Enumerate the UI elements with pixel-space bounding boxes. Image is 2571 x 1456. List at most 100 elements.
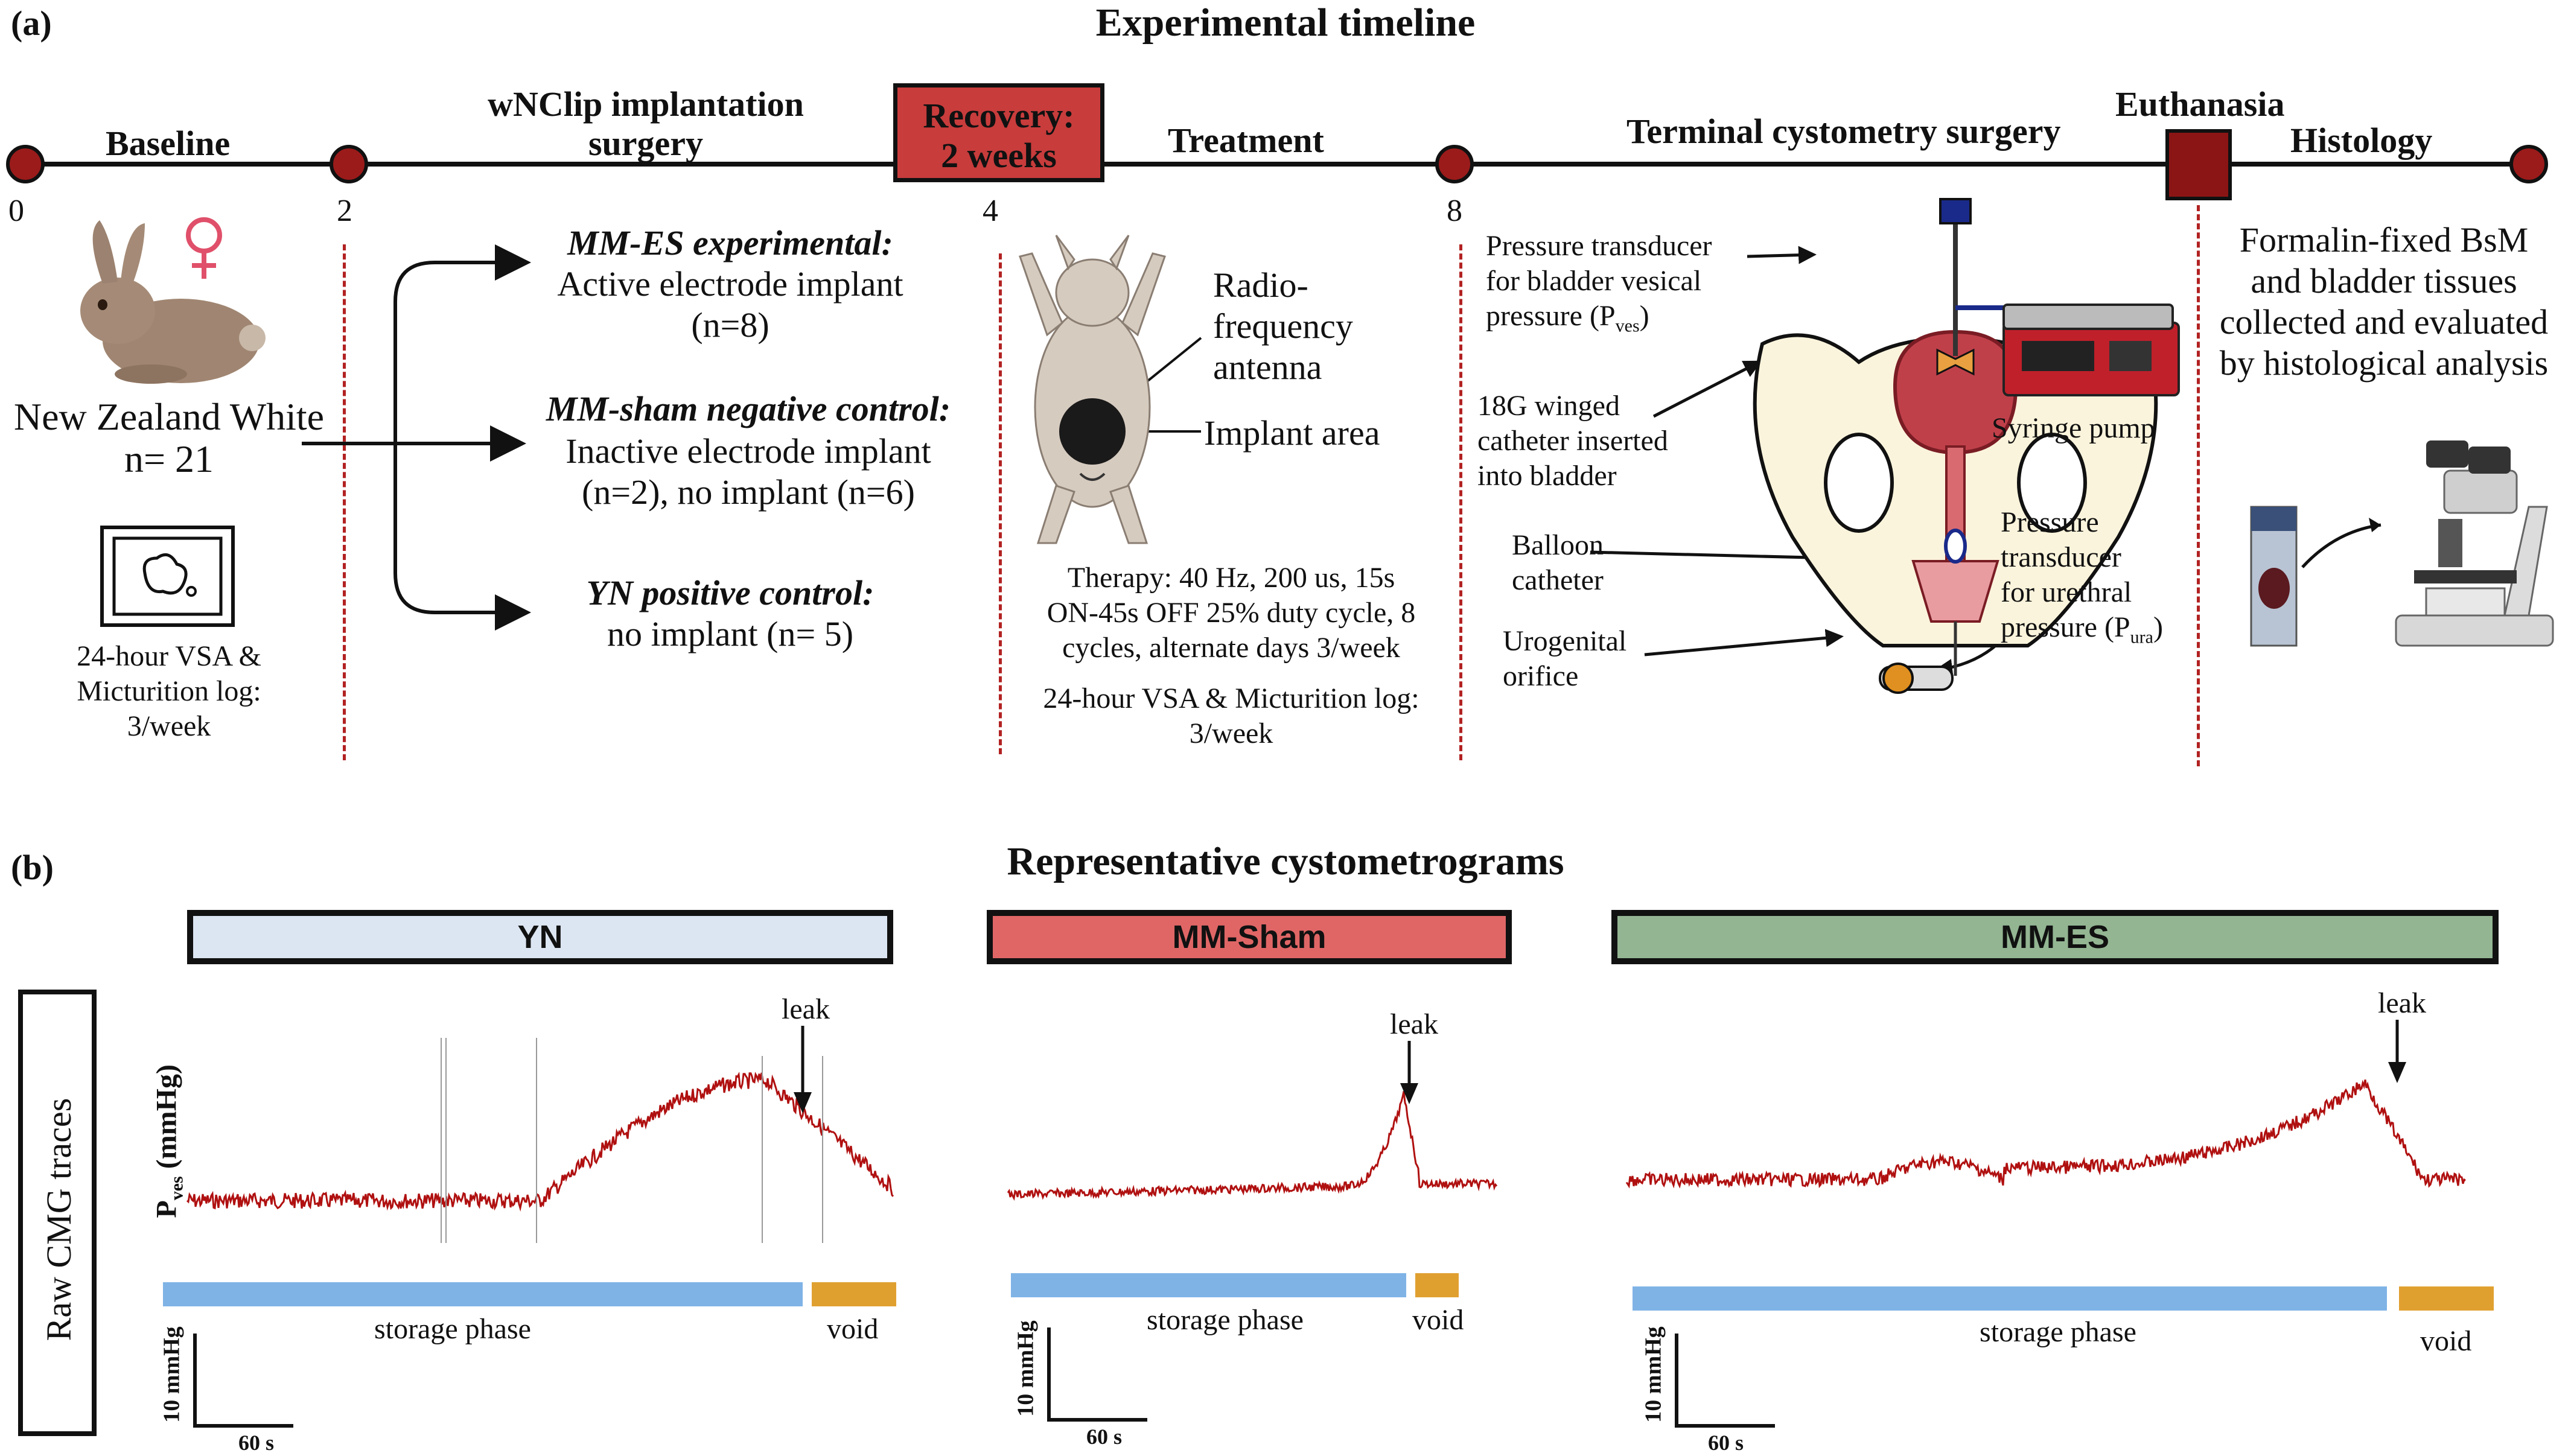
euthanasia-box	[2165, 129, 2232, 200]
therapy-line2: ON-45s OFF 25% duty cycle, 8	[1047, 597, 1416, 629]
timeline-axis	[24, 162, 2529, 167]
tick-2: 2	[337, 194, 352, 228]
void-bar-yn	[812, 1282, 896, 1306]
pt-ura-line4: pressure (Pura)	[2001, 611, 2163, 647]
group-mmsham-line2: (n=2), no implant (n=6)	[582, 472, 915, 512]
leak-label-yn: leak	[782, 993, 830, 1025]
panel-a-title: Experimental timeline	[1095, 1, 1476, 45]
storage-bar-mmes	[1633, 1286, 2387, 1311]
catheter-line2: catheter inserted	[1477, 425, 1668, 457]
separator-2	[999, 253, 1002, 754]
separator-4	[2197, 205, 2200, 766]
therapy-line3: cycles, alternate days 3/week	[1062, 632, 1400, 664]
group-mmsham-line1: Inactive electrode implant	[565, 431, 931, 471]
leak-label-mmsham: leak	[1390, 1008, 1438, 1040]
vsa-cage-icon	[100, 526, 235, 627]
scale-bar-mmes	[1675, 1334, 1775, 1428]
storage-bar-yn	[163, 1282, 803, 1306]
group-mmsham-title: MM-sham negative control:	[546, 389, 951, 428]
scale-x-mmsham: 60 s	[1086, 1425, 1123, 1449]
group-mmes-line2: (n=8)	[691, 305, 769, 345]
histology-line4: by histological analysis	[2219, 343, 2549, 383]
leak-label-mmes: leak	[2378, 987, 2426, 1019]
stage-histology: Histology	[2290, 121, 2433, 160]
separator-3	[1459, 244, 1462, 760]
storage-label-mmsham: storage phase	[1147, 1304, 1304, 1336]
void-label-yn: void	[827, 1313, 879, 1345]
row-label-box: Raw CMG traces	[18, 990, 97, 1436]
leak-arrow-mmsham	[1400, 1041, 1418, 1104]
scale-bar-yn	[193, 1334, 293, 1428]
rabbit-icon	[80, 220, 266, 384]
female-symbol-icon	[186, 217, 222, 279]
artifact-line	[536, 1038, 537, 1243]
storage-label-yn: storage phase	[374, 1313, 531, 1345]
leak-arrow-yn	[794, 1026, 812, 1113]
orifice-line2: orifice	[1503, 660, 1579, 692]
cmg-trace-yn	[186, 1072, 894, 1212]
leak-arrow-mmes	[2388, 1020, 2406, 1083]
timeline-node-end	[2509, 145, 2548, 183]
subjects-log-line2: Micturition log:	[77, 675, 261, 707]
void-bar-mmes	[2399, 1286, 2494, 1311]
stage-implant-line2: surgery	[588, 124, 704, 163]
scale-bar-mmsham	[1047, 1327, 1147, 1422]
pt-ura-line3: for urethral	[2001, 576, 2132, 608]
group-header-mmsham: MM-Sham	[987, 910, 1512, 964]
cmg-trace-mmsham	[1007, 1091, 1498, 1201]
implant-area-label: Implant area	[1204, 413, 1380, 453]
catheter-line1: 18G winged	[1477, 390, 1620, 422]
recovery-line2: 2 weeks	[941, 136, 1057, 175]
pt-ura-line1: Pressure	[2001, 506, 2099, 538]
syringe-pump-label: Syringe pump	[1992, 412, 2155, 444]
balloon-line2: catheter	[1512, 564, 1604, 596]
stage-baseline: Baseline	[106, 124, 231, 163]
scale-x-yn: 60 s	[238, 1431, 275, 1455]
subjects-log-line1: 24-hour VSA &	[77, 640, 261, 672]
stage-treatment: Treatment	[1168, 121, 1324, 160]
cmg-trace-mmes	[1625, 1079, 2466, 1189]
pt-ves-line3: pressure (Pves)	[1486, 300, 1649, 336]
catheter-line3: into bladder	[1477, 460, 1617, 492]
pt-ura-line2: transducer	[2001, 541, 2121, 573]
antenna-line1: Radio-	[1213, 265, 1308, 305]
antenna-line2: frequency	[1213, 307, 1353, 346]
microscope-icon	[2250, 440, 2554, 647]
storage-label-mmes: storage phase	[1980, 1316, 2136, 1348]
separator-1	[343, 244, 346, 760]
void-bar-mmsham	[1415, 1273, 1459, 1297]
panel-b-title: Representative cystometrograms	[1007, 839, 1564, 883]
artifact-line	[822, 1056, 823, 1243]
subjects-line2: n= 21	[124, 437, 214, 480]
group-yn-line1: no implant (n= 5)	[607, 614, 854, 653]
group-header-mmes: MM-ES	[1611, 910, 2499, 964]
group-mmes-title: MM-ES experimental:	[567, 223, 893, 262]
therapy-line1: Therapy: 40 Hz, 200 us, 15s	[1067, 562, 1395, 594]
scale-y-yn: 10 mmHg	[159, 1326, 185, 1423]
group-mmes-line1: Active electrode implant	[557, 264, 903, 304]
pelvis-bladder-illustration	[1753, 198, 2158, 694]
artifact-line	[441, 1038, 442, 1243]
treatment-log-line1: 24-hour VSA & Micturition log:	[1043, 682, 1419, 714]
void-label-mmsham: void	[1412, 1304, 1464, 1336]
timeline-node-0	[6, 145, 45, 183]
stage-cystometry: Terminal cystometry surgery	[1626, 112, 2061, 151]
void-label-mmes: void	[2420, 1325, 2472, 1357]
histology-line2: and bladder tissues	[2251, 261, 2517, 300]
storage-bar-mmsham	[1011, 1273, 1406, 1297]
balloon-line1: Balloon	[1512, 529, 1604, 561]
recovery-box: Recovery: 2 weeks	[893, 83, 1104, 182]
pt-ves-line1: Pressure transducer	[1486, 230, 1712, 262]
panel-a-label: (a)	[11, 4, 52, 43]
stage-implant-line1: wNClip implantation	[488, 84, 804, 124]
group-yn-title: YN positive control:	[586, 573, 875, 612]
stage-euthanasia: Euthanasia	[2115, 84, 2285, 124]
row-label: Raw CMG traces	[39, 1098, 78, 1341]
tick-4: 4	[983, 194, 998, 228]
recovery-line1: Recovery:	[923, 96, 1075, 135]
scale-x-mmes: 60 s	[1708, 1431, 1744, 1455]
subjects-line1: New Zealand White	[13, 395, 325, 438]
panel-b-label: (b)	[11, 848, 54, 887]
tick-0: 0	[8, 194, 24, 228]
subjects-log-line3: 3/week	[127, 710, 211, 742]
